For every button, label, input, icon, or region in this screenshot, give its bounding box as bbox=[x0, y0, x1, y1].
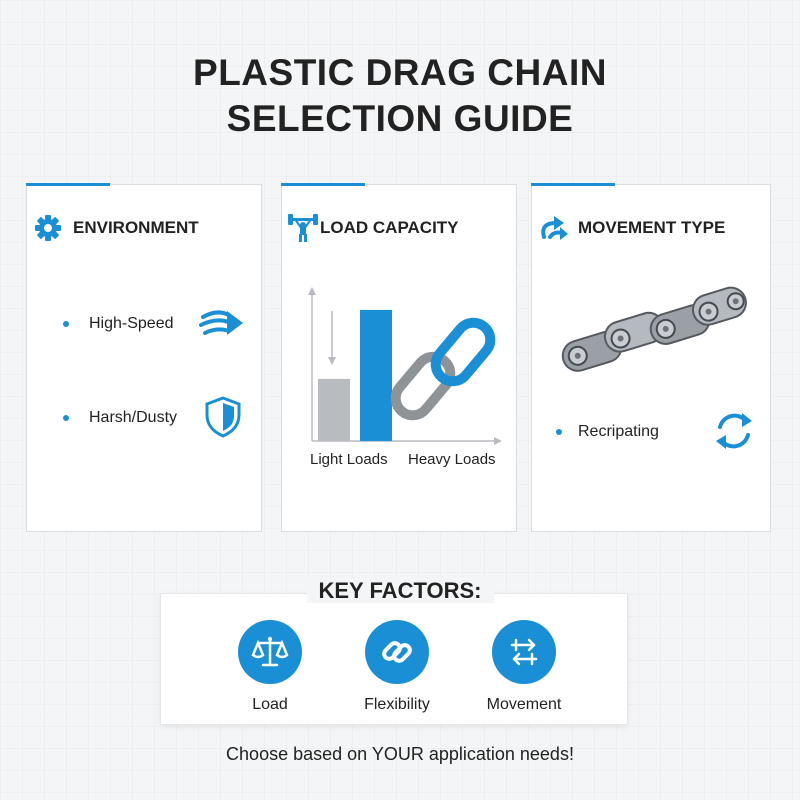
speed-arrow-icon bbox=[199, 310, 243, 335]
title-line-2: SELECTION GUIDE bbox=[226, 98, 574, 139]
factor-label: Flexibility bbox=[364, 696, 430, 713]
cycle-arrows-icon bbox=[716, 413, 752, 449]
list-item: High-Speed bbox=[63, 315, 174, 333]
bar-light-loads bbox=[318, 378, 350, 441]
gear-icon bbox=[35, 215, 61, 241]
load-capacity-card: LOAD CAPACITY Light Loads Heavy Loads bbox=[281, 183, 517, 532]
factor-movement: Movement bbox=[464, 620, 584, 714]
movement-type-card: MOVEMENT TYPE bbox=[531, 183, 771, 532]
x-axis-arrowhead bbox=[494, 437, 502, 445]
swap-arrows-icon bbox=[510, 638, 538, 666]
movement-type-heading: MOVEMENT TYPE bbox=[578, 218, 726, 237]
item-label: Harsh/Dusty bbox=[89, 409, 178, 426]
environment-header: ENVIRONMENT bbox=[27, 213, 261, 243]
key-factors-title: KEY FACTORS: bbox=[0, 578, 800, 604]
factor-label: Movement bbox=[486, 696, 562, 713]
load-capacity-header: LOAD CAPACITY bbox=[282, 213, 516, 243]
scale-icon bbox=[251, 636, 289, 667]
shield-icon bbox=[205, 396, 241, 438]
bar-heavy-loads bbox=[360, 309, 392, 441]
roller-chain-illustration bbox=[561, 286, 747, 372]
item-label: Recripating bbox=[578, 423, 659, 440]
factor-flexibility: Flexibility bbox=[337, 620, 457, 714]
movement-type-header: MOVEMENT TYPE bbox=[532, 213, 770, 243]
card-accent-bar bbox=[281, 183, 365, 186]
chain-link-icon bbox=[382, 641, 412, 663]
tick-label-heavy: Heavy Loads bbox=[408, 451, 496, 468]
down-arrow-head bbox=[328, 357, 336, 365]
load-capacity-chart bbox=[308, 287, 502, 445]
factor-load: Load bbox=[210, 620, 330, 714]
load-capacity-heading: LOAD CAPACITY bbox=[320, 218, 459, 237]
title-line-1: PLASTIC DRAG CHAIN bbox=[193, 52, 607, 93]
chain-link-icon bbox=[390, 317, 496, 421]
factor-icon-circle bbox=[492, 620, 556, 684]
list-item: Harsh/Dusty bbox=[63, 409, 177, 427]
weightlifter-icon bbox=[288, 214, 318, 242]
environment-heading: ENVIRONMENT bbox=[73, 218, 199, 237]
redirect-arrow-icon bbox=[541, 216, 568, 240]
bullet-dot bbox=[63, 415, 69, 421]
item-label: High-Speed bbox=[89, 315, 174, 332]
bullet-dot bbox=[556, 429, 562, 435]
card-accent-bar bbox=[26, 183, 110, 186]
bullet-dot bbox=[63, 321, 69, 327]
key-factors-title-text: KEY FACTORS: bbox=[306, 578, 494, 603]
tick-label-light: Light Loads bbox=[310, 451, 388, 468]
y-axis-arrowhead bbox=[308, 287, 316, 295]
environment-card: ENVIRONMENT High-Speed Harsh/Dusty bbox=[26, 183, 262, 532]
list-item: Recripating bbox=[556, 423, 659, 441]
factor-icon-circle bbox=[365, 620, 429, 684]
factor-label: Load bbox=[252, 696, 288, 713]
footer-tagline: Choose based on YOUR application needs! bbox=[226, 744, 574, 764]
page-title: PLASTIC DRAG CHAIN SELECTION GUIDE bbox=[0, 50, 800, 142]
factor-icon-circle bbox=[238, 620, 302, 684]
card-accent-bar bbox=[531, 183, 615, 186]
